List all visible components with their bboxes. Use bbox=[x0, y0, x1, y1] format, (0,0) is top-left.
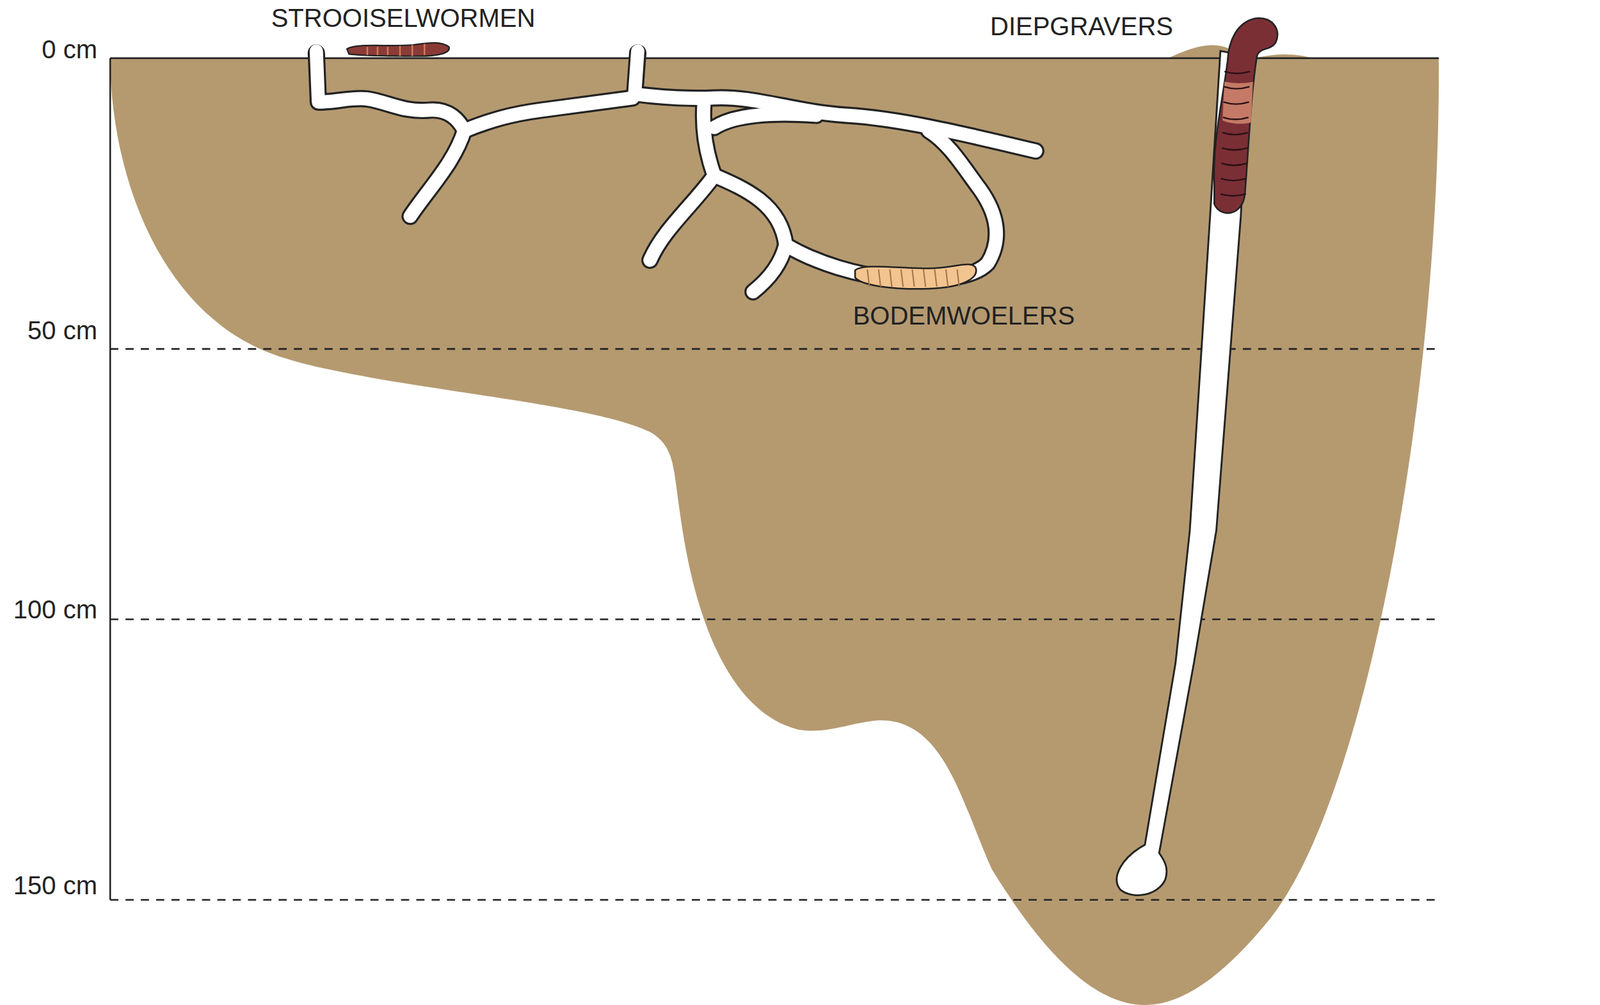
worm-ring bbox=[1224, 71, 1250, 74]
worm-ring bbox=[957, 269, 960, 287]
deep-burrower-worm bbox=[1214, 17, 1278, 214]
depth-line bbox=[110, 618, 1435, 621]
litter-worm bbox=[346, 42, 450, 57]
worm-type-label: DIEPGRAVERS bbox=[990, 12, 1174, 41]
burrow-network bbox=[305, 51, 1036, 292]
depth-label: 0 cm bbox=[41, 35, 98, 64]
depth-line bbox=[110, 899, 1435, 902]
worm-ring bbox=[934, 269, 937, 287]
worm-ring bbox=[1222, 132, 1248, 135]
worm-type-label: STROOISELWORMEN bbox=[271, 3, 536, 32]
depth-label: 50 cm bbox=[27, 316, 98, 345]
soil-mixer-worm bbox=[855, 264, 976, 289]
depth-label: 100 cm bbox=[13, 595, 98, 624]
worm-ring bbox=[923, 269, 926, 287]
worm-ring bbox=[1221, 178, 1247, 181]
depth-axis bbox=[109, 58, 112, 900]
worm-ring bbox=[1223, 117, 1249, 120]
worm-type-label: BODEMWOELERS bbox=[853, 301, 1076, 330]
worm-ring bbox=[1221, 163, 1247, 166]
worm-ring bbox=[878, 269, 881, 287]
worm-ring bbox=[901, 269, 904, 287]
depth-label: 150 cm bbox=[13, 871, 98, 900]
worm-ring bbox=[867, 269, 870, 287]
worm-ring bbox=[1220, 193, 1247, 196]
depth-line bbox=[110, 348, 1435, 351]
worm-ring bbox=[912, 269, 914, 287]
worm-ring bbox=[1221, 147, 1248, 150]
worm-ring bbox=[945, 269, 948, 287]
worm-ring bbox=[1223, 101, 1250, 104]
worm-ring bbox=[1223, 86, 1250, 89]
worm-ring bbox=[889, 269, 892, 287]
